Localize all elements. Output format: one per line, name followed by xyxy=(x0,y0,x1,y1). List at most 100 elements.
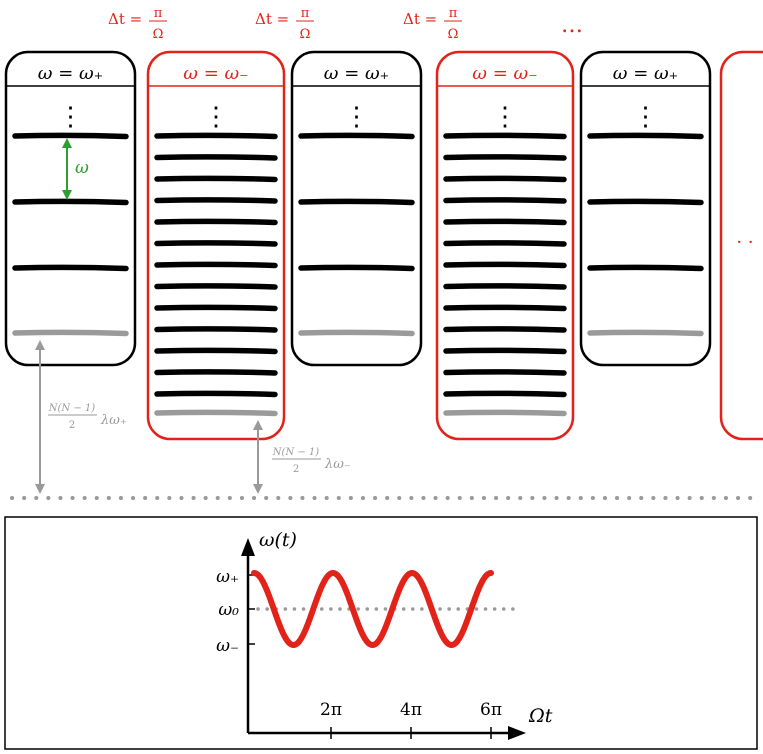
energy-level xyxy=(154,175,278,183)
box-title: ω = ω₋ xyxy=(472,63,537,84)
energy-level xyxy=(154,197,278,204)
ground-energy-plus: N(N − 1) 2 λω₊ xyxy=(35,340,127,494)
energy-level xyxy=(12,198,129,206)
level-continuation-dots: ⋮ xyxy=(633,102,659,132)
energy-level xyxy=(443,197,567,204)
energy-level xyxy=(443,218,567,226)
y-axis-arrow-icon xyxy=(241,538,255,556)
energy-level xyxy=(443,390,567,398)
ground-formula-numerator: N(N − 1) xyxy=(272,447,320,458)
level-continuation-dots: ⋮ xyxy=(203,102,229,132)
ground-formula-numerator: N(N − 1) xyxy=(48,403,96,414)
arrowhead-up-icon xyxy=(35,340,45,350)
omega-plot: ω(t) Ωt ω₊ ω₀ ω₋ 2π 4π 6π xyxy=(216,529,553,740)
x-tick-label: 6π xyxy=(480,700,502,720)
energy-level xyxy=(154,261,278,269)
interval-numerator: π xyxy=(449,6,458,21)
energy-box-plus: ω = ω₊ ⋮ xyxy=(290,50,423,367)
ground-level xyxy=(443,409,567,417)
energy-level xyxy=(587,132,704,140)
energy-level xyxy=(298,198,415,206)
x-axis-arrow-icon xyxy=(508,726,526,740)
ground-level xyxy=(12,329,129,337)
x-axis-label: Ωt xyxy=(528,705,553,727)
ground-formula-rest: λω₋ xyxy=(324,457,351,472)
interval-text: Δt = xyxy=(255,10,289,28)
partial-box-dots: · · xyxy=(736,232,753,253)
energy-box-minus: ω = ω₋ ⋮ xyxy=(435,50,575,441)
spacing-indicator: ω xyxy=(62,138,89,200)
y-tick-label: ω₊ xyxy=(216,567,239,587)
interval-denominator: Ω xyxy=(448,27,459,42)
ground-level xyxy=(298,329,415,337)
spacing-label: ω xyxy=(75,158,89,178)
omega-curve xyxy=(251,570,494,648)
energy-level xyxy=(298,264,415,272)
interval-text: Δt = xyxy=(108,10,142,28)
energy-level xyxy=(12,132,129,140)
energy-level xyxy=(443,304,567,312)
arrowhead-up-icon xyxy=(62,138,72,148)
box-title: ω = ω₊ xyxy=(38,63,103,84)
energy-level xyxy=(443,283,567,290)
energy-level xyxy=(12,264,129,272)
energy-level xyxy=(154,154,278,161)
arrowhead-down-icon xyxy=(62,190,72,200)
interval-numerator: π xyxy=(301,6,310,21)
arrowhead-down-icon xyxy=(35,484,45,494)
y-tick-label: ω₋ xyxy=(216,636,239,656)
ground-energy-minus: N(N − 1) 2 λω₋ xyxy=(253,420,351,494)
energy-box-minus: ω = ω₋ ⋮ xyxy=(146,50,286,441)
energy-level xyxy=(154,390,278,398)
energy-level xyxy=(154,132,278,140)
energy-level xyxy=(154,326,278,333)
energy-level xyxy=(443,326,567,333)
y-ticks: ω₊ ω₀ ω₋ xyxy=(216,567,255,656)
ground-level xyxy=(587,329,704,337)
energy-level xyxy=(443,347,567,355)
y-tick-label: ω₀ xyxy=(218,600,239,620)
level-continuation-dots: ⋮ xyxy=(492,102,518,132)
interval-label: Δt = π Ω xyxy=(255,6,314,42)
box-frame xyxy=(4,50,137,367)
energy-level xyxy=(443,132,567,140)
arrowhead-down-icon xyxy=(253,484,263,494)
x-tick-label: 2π xyxy=(320,700,342,720)
energy-level xyxy=(298,132,415,140)
ground-formula-denominator: 2 xyxy=(293,464,299,475)
energy-level xyxy=(587,264,704,272)
box-frame xyxy=(719,50,763,441)
box-frame xyxy=(579,50,712,367)
box-title: ω = ω₊ xyxy=(324,63,389,84)
ground-formula-denominator: 2 xyxy=(69,420,75,431)
box-title: ω = ω₋ xyxy=(183,63,248,84)
ground-formula-rest: λω₊ xyxy=(100,413,127,428)
interval-label: Δt = π Ω xyxy=(108,6,167,42)
energy-box-plus: ω = ω₊⋮ xyxy=(579,50,712,367)
energy-level xyxy=(154,369,278,376)
energy-level xyxy=(443,240,567,247)
interval-numerator: π xyxy=(154,6,163,21)
energy-level xyxy=(154,218,278,226)
plot-frame xyxy=(4,516,758,750)
ground-level xyxy=(154,409,278,417)
energy-level xyxy=(443,175,567,183)
energy-level xyxy=(154,304,278,312)
y-axis-label: ω(t) xyxy=(259,529,297,551)
arrowhead-up-icon xyxy=(253,420,263,430)
energy-level xyxy=(443,369,567,376)
level-continuation-dots: ⋮ xyxy=(58,102,84,132)
energy-level xyxy=(154,240,278,247)
interval-text: Δt = xyxy=(403,10,437,28)
interval-label: Δt = π Ω xyxy=(403,6,462,42)
level-continuation-dots: ⋮ xyxy=(344,102,370,132)
energy-level xyxy=(154,347,278,355)
energy-level xyxy=(154,283,278,290)
interval-denominator: Ω xyxy=(153,27,164,42)
x-ticks: 2π 4π 6π xyxy=(320,700,502,739)
energy-level xyxy=(443,154,567,161)
energy-box-minus xyxy=(719,50,763,441)
energy-level xyxy=(443,261,567,269)
x-tick-label: 4π xyxy=(400,700,422,720)
